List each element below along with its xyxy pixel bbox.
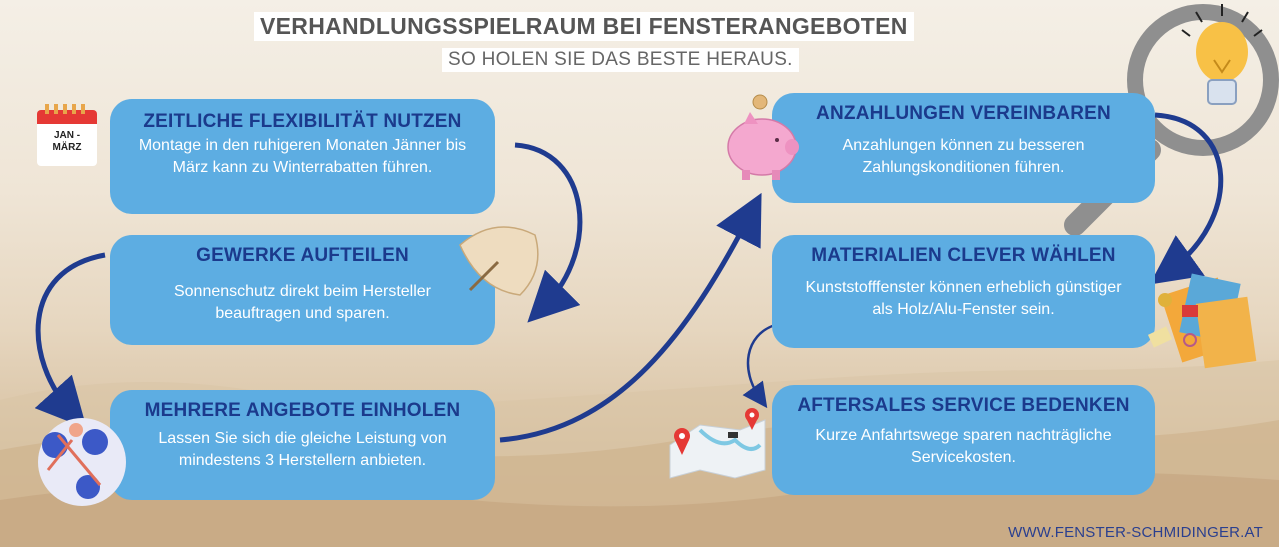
step-text: Sonnenschutz direkt beim Hersteller beau… (173, 283, 431, 322)
arrow-box5-to-box6 (742, 323, 776, 409)
page-title: VERHANDLUNGSSPIELRAUM BEI FENSTERANGEBOT… (254, 12, 914, 41)
step-heading: MEHRERE ANGEBOTE EINHOLEN (144, 400, 461, 421)
step-box-mehrere-angebote: MEHRERE ANGEBOTE EINHOLEN Lassen Sie sic… (110, 390, 495, 500)
people-network-icon (38, 418, 126, 506)
step-box-materialien: MATERIALIEN CLEVER WÄHLEN Kunststofffens… (772, 235, 1155, 348)
arrow-box1-to-box2 (514, 142, 583, 323)
step-text: Montage in den ruhigeren Monaten Jänner … (138, 137, 467, 176)
arrow-box2-to-box3 (34, 252, 106, 429)
calendar-line1: JAN - (53, 130, 81, 141)
map-pin-icon (669, 408, 766, 479)
step-heading: ANZAHLUNGEN VEREINBAREN (816, 103, 1111, 124)
step-heading: GEWERKE AUFTEILEN (196, 245, 409, 266)
calendar-line2: MÄRZ (52, 142, 82, 153)
step-text: Anzahlungen können zu besseren Zahlungsk… (842, 137, 1085, 176)
step-text: Kurze Anfahrtswege sparen nachträgliche … (815, 427, 1112, 466)
step-box-gewerke-aufteilen: GEWERKE AUFTEILEN Sonnenschutz direkt be… (110, 235, 495, 345)
page-subtitle: SO HOLEN SIE DAS BESTE HERAUS. (442, 48, 799, 72)
parasol-icon (459, 226, 539, 296)
calendar-icon: JAN - MÄRZ (37, 104, 97, 166)
step-box-aftersales: AFTERSALES SERVICE BEDENKEN Kurze Anfahr… (772, 385, 1155, 495)
step-text: Lassen Sie sich die gleiche Leistung von… (158, 430, 447, 469)
step-heading: MATERIALIEN CLEVER WÄHLEN (811, 245, 1116, 266)
step-heading: ZEITLICHE FLEXIBILITÄT NUTZEN (143, 111, 462, 132)
office-supplies-icon (1147, 273, 1257, 369)
piggy-bank-icon (727, 94, 799, 180)
step-heading: AFTERSALES SERVICE BEDENKEN (797, 395, 1130, 416)
step-text: Kunststofffenster können erheblich günst… (805, 279, 1122, 318)
step-box-anzahlungen: ANZAHLUNGEN VEREINBAREN Anzahlungen könn… (772, 93, 1155, 203)
step-box-zeitliche-flexibilitaet: ZEITLICHE FLEXIBILITÄT NUTZEN Montage in… (110, 99, 495, 214)
arrow-box4-to-box5 (1149, 112, 1224, 285)
arrow-box3-to-box4 (499, 192, 762, 443)
footer-url[interactable]: WWW.FENSTER-SCHMIDINGER.AT (1008, 524, 1263, 541)
